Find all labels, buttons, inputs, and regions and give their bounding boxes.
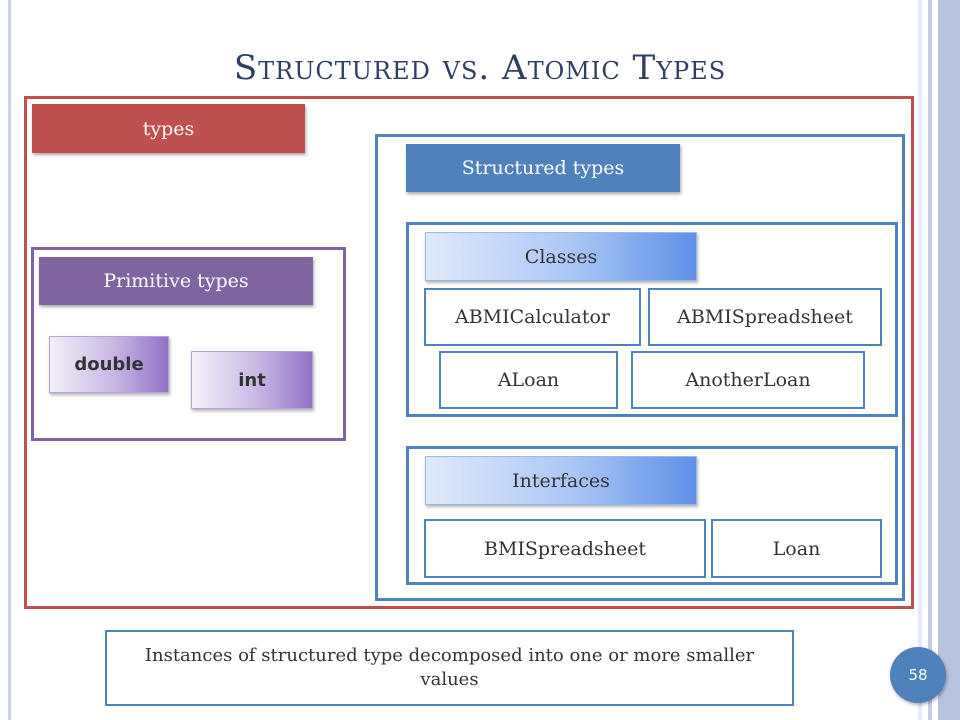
primitive-type-double: double	[49, 336, 169, 393]
class-aloan: ALoan	[439, 351, 618, 409]
class-anotherloan: AnotherLoan	[631, 351, 865, 409]
types-label: types	[32, 104, 305, 153]
structured-types-container	[375, 134, 905, 601]
structured-types-label: Structured types	[406, 144, 680, 192]
interfaces-container	[406, 446, 898, 585]
primitive-types-label: Primitive types	[39, 257, 313, 305]
primitive-types-container	[31, 247, 346, 441]
page-number-badge: 58	[890, 647, 946, 703]
primitive-type-int: int	[191, 351, 313, 409]
classes-label: Classes	[425, 232, 697, 281]
interface-bmispreadsheet: BMISpreadsheet	[424, 519, 706, 578]
class-abmispreadsheet: ABMISpreadsheet	[648, 288, 882, 346]
slide-title: Structured vs. Atomic Types	[233, 48, 727, 88]
interface-loan: Loan	[711, 519, 882, 578]
footnote-box: Instances of structured type decomposed …	[105, 630, 794, 706]
slide-right-border	[918, 0, 960, 720]
slide-left-border	[8, 0, 11, 720]
class-abmicalculator: ABMICalculator	[424, 288, 641, 346]
interfaces-label: Interfaces	[425, 456, 697, 505]
types-container	[24, 96, 914, 609]
classes-container	[406, 222, 898, 417]
